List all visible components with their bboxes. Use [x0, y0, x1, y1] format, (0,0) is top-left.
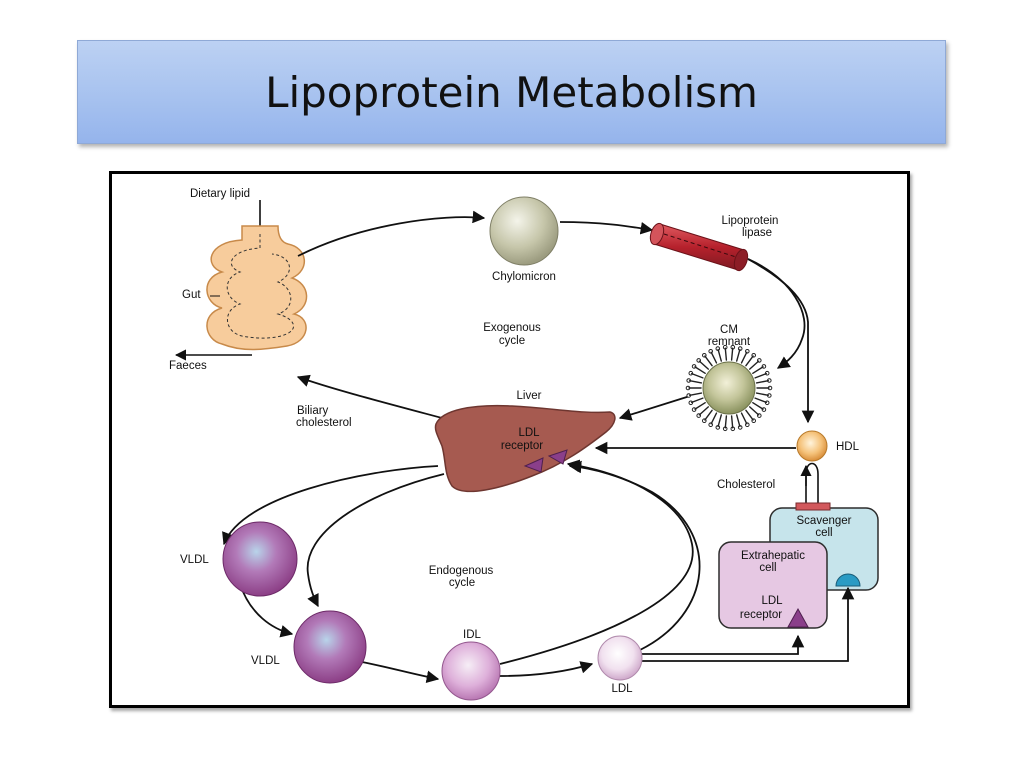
chylomicron-to-lipase-arrow [559, 221, 654, 235]
gut-to-chylomicron-arrow [297, 210, 486, 257]
extrahepatic-cell [718, 541, 828, 629]
ldl-particle [597, 635, 643, 681]
lipase-label-line2: lipase [742, 227, 772, 239]
liver-receptor-marker [523, 457, 544, 473]
remnant-fringe-spike [749, 360, 760, 370]
cm-remnant-label-line2: remnant [708, 336, 751, 348]
remnant-fringe-spike [749, 406, 760, 416]
remnant-fringe-spike [745, 355, 754, 367]
remnant-fringe-spike [694, 366, 706, 374]
ldl-to-extrahepatic-arrow [642, 634, 805, 655]
liver-receptor-marker [547, 449, 568, 465]
diagram-frame: Dietary lipid Gut Faeces Chylomicron Lip… [109, 171, 910, 708]
biliary-label-line1: Biliary [297, 405, 329, 417]
remnant-fringe-spike [745, 409, 754, 421]
vldl2-to-idl-arrow [361, 661, 440, 684]
dietary-lipid-label: Dietary lipid [190, 188, 250, 200]
cholesterol-label: Cholesterol [717, 479, 775, 491]
gut-label: Gut [182, 289, 201, 301]
lipase-to-hdl-arrow [747, 258, 815, 424]
remnant-fringe-spike [736, 348, 741, 362]
scavenger-receptor-marker [795, 502, 831, 511]
remnant-fringe-spike [717, 348, 722, 362]
remnant-fringe-spike [704, 409, 713, 421]
remnant-fringe-spike [752, 402, 764, 410]
remnant-fringe-spike [689, 392, 703, 396]
slide-title: Lipoprotein Metabolism [265, 67, 758, 117]
remnant-fringe-spike [704, 355, 713, 367]
vldl-particle [222, 521, 298, 597]
remnant-fringe-spike [698, 360, 709, 370]
cm-remnant-label-line1: CM [720, 324, 738, 336]
biliary-label-line2: cholesterol [296, 417, 352, 429]
lipoprotein-lipase-vessel-icon [649, 222, 749, 272]
chylomicron-particle [489, 196, 559, 266]
liver-to-vldl2-arrow [306, 473, 445, 608]
ldl-label: LDL [611, 683, 633, 695]
vldl-label-2: VLDL [251, 655, 280, 667]
remnant-fringe-spike [724, 415, 728, 429]
idl-to-ldl-arrow [499, 661, 594, 677]
remnant-fringe-spike [730, 347, 734, 361]
remnant-fringe-spike [754, 372, 767, 379]
cm-remnant-particle [685, 344, 773, 432]
lipase-to-remnant-arrow [747, 258, 806, 369]
remnant-to-liver-arrow [618, 395, 691, 421]
idl-particle [441, 641, 501, 701]
liver-ldl-receptor-line1: LDL [518, 427, 540, 439]
chylomicron-label: Chylomicron [492, 271, 556, 283]
remnant-fringe-spike [689, 380, 703, 384]
remnant-fringe-spike [710, 412, 718, 425]
exogenous-label-line2: cycle [499, 335, 525, 347]
hdl-label: HDL [836, 441, 860, 453]
remnant-fringe-spike [736, 414, 741, 428]
remnant-fringe-spike [752, 366, 764, 374]
remnant-fringe-spike [691, 372, 704, 379]
idl-label: IDL [463, 629, 482, 641]
faeces-label: Faeces [169, 360, 207, 372]
liver-to-vldl-arrow [222, 465, 439, 546]
remnant-fringe-spike [730, 415, 734, 429]
endogenous-label-line1: Endogenous [429, 565, 494, 577]
remnant-fringe-spike [740, 412, 748, 425]
exogenous-label-line1: Exogenous [483, 322, 541, 334]
liver-ldl-receptor-line2: receptor [501, 440, 543, 452]
remnant-fringe-spike [754, 397, 767, 404]
biliary-arrow [296, 374, 443, 419]
remnant-fringe-spike [755, 380, 769, 384]
vldl-particle [293, 610, 367, 684]
liver-label: Liver [517, 390, 542, 402]
cholesterol-efflux-loop [805, 462, 819, 504]
scavenger-receptor-dome [835, 573, 861, 587]
liver-organ [434, 404, 616, 493]
vldl-label-1: VLDL [180, 554, 209, 566]
remnant-fringe-spike [755, 392, 769, 396]
remnant-fringe-spike [710, 351, 718, 364]
ldl-to-scavenger-arrow [642, 586, 855, 662]
remnant-fringe-spike [717, 414, 722, 428]
remnant-fringe-spike [694, 402, 706, 410]
extrahepatic-label-line1: Extrahepatic [741, 550, 805, 562]
remnant-fringe-spike [691, 397, 704, 404]
lipase-label-line1: Lipoprotein [722, 215, 779, 227]
extrahepatic-receptor-marker [787, 607, 809, 628]
scavenger-label-line2: cell [815, 527, 832, 539]
remnant-fringe-spike [698, 406, 709, 416]
extrahepatic-ldl-receptor-line1: LDL [761, 595, 783, 607]
scavenger-label-line1: Scavenger [797, 515, 852, 527]
endogenous-label-line2: cycle [449, 577, 475, 589]
remnant-fringe-spike [740, 351, 748, 364]
slide-title-bar: Lipoprotein Metabolism [77, 40, 946, 144]
remnant-fringe-spike [724, 347, 728, 361]
gut-icon [206, 225, 308, 351]
extrahepatic-ldl-receptor-line2: receptor [740, 609, 782, 621]
hdl-particle [796, 430, 828, 462]
lipoprotein-diagram: Dietary lipid Gut Faeces Chylomicron Lip… [169, 188, 879, 701]
ldl-to-liver-arrow [568, 460, 701, 651]
extrahepatic-label-line2: cell [759, 562, 776, 574]
